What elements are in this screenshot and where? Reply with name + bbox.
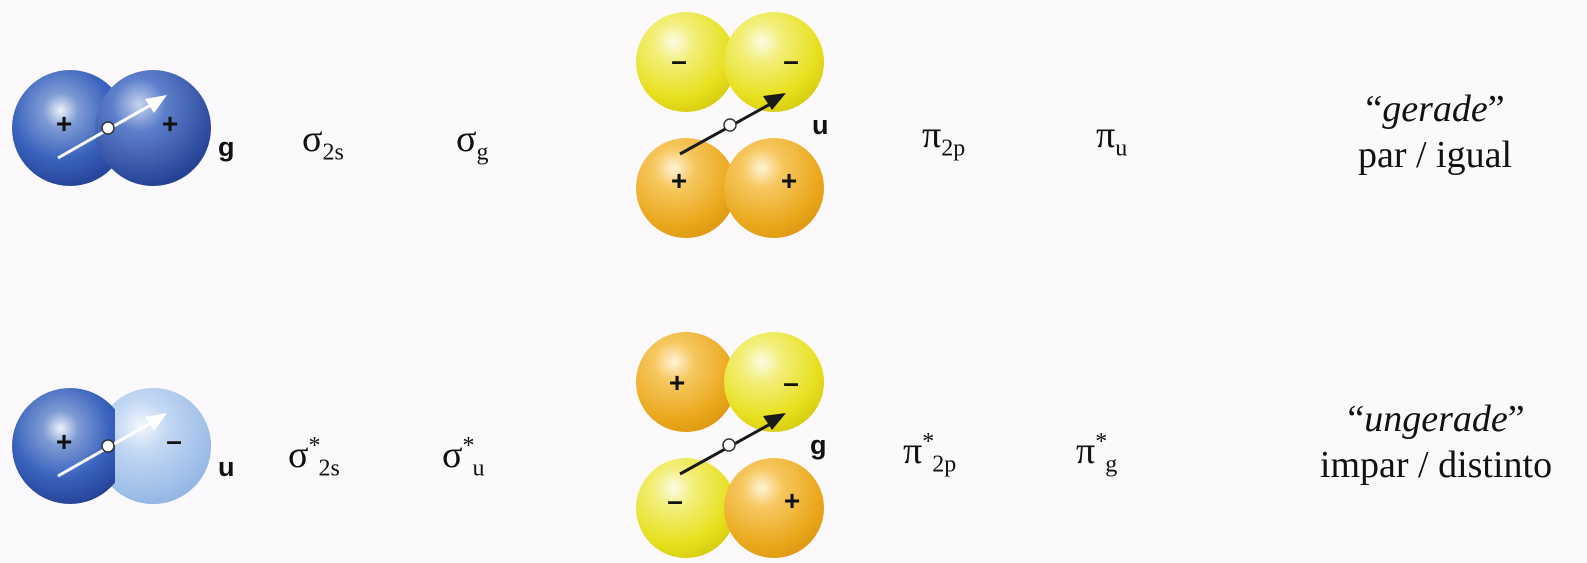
symbol-subscript: 2p — [932, 451, 957, 478]
ungerade-term: “ungerade” — [1298, 396, 1574, 442]
symbol-base: π — [1076, 430, 1096, 472]
symbol-subscript: 2p — [941, 135, 966, 162]
top-left-sign: + — [669, 367, 685, 398]
top-left-sign: – — [671, 45, 687, 76]
bottom-right-lobe — [724, 138, 824, 238]
top-right-sign: – — [783, 367, 799, 398]
symbol-base: π — [903, 430, 923, 472]
right-lobe — [95, 70, 211, 186]
symmetry-label: πu — [1096, 114, 1127, 160]
sigma-g-orbital-figure: + + — [10, 66, 225, 194]
symbol-superscript: * — [1095, 428, 1108, 455]
symbol-subscript: 2s — [318, 455, 340, 482]
gerade-meaning: par / igual — [1357, 134, 1513, 176]
ungerade-note: “ungerade” impar / distinto — [1298, 396, 1574, 488]
inversion-center — [722, 438, 736, 452]
orbital-name: σ*2s — [288, 432, 340, 481]
symbol-subscript: 2s — [322, 139, 344, 166]
top-right-sign: – — [783, 45, 799, 76]
symbol-base: σ — [302, 118, 323, 160]
inversion-center — [101, 121, 115, 135]
term: gerade — [1382, 88, 1488, 130]
top-right-lobe — [724, 332, 824, 432]
symbol-base: σ — [288, 434, 309, 476]
symbol-superscript: * — [308, 432, 321, 459]
bottom-right-sign: + — [781, 165, 797, 196]
orbital-name: π*2p — [903, 428, 956, 477]
symbol-subscript: g — [476, 139, 489, 166]
symbol-subscript: u — [1115, 135, 1128, 162]
ungerade-meaning: impar / distinto — [1319, 444, 1553, 486]
top-left-lobe — [636, 332, 736, 432]
parity-label: g — [218, 132, 235, 162]
top-left-lobe — [636, 12, 736, 112]
quote-close: ” — [1507, 398, 1525, 440]
orbital-name: σ2s — [302, 118, 344, 164]
left-lobe-sign: + — [56, 426, 72, 457]
quote-open: “ — [1347, 398, 1365, 440]
term: ungerade — [1364, 398, 1508, 440]
bottom-left-lobe — [636, 458, 736, 558]
pi-u-orbital-figure: – – + + — [634, 10, 834, 242]
symbol-superscript: * — [922, 428, 935, 455]
inversion-center — [101, 439, 115, 453]
symbol-subscript: g — [1105, 451, 1118, 478]
left-lobe — [12, 388, 128, 504]
symbol-subscript: u — [472, 455, 485, 482]
symmetry-label: σ*u — [442, 432, 484, 481]
symbol-base: σ — [442, 434, 463, 476]
top-right-lobe — [724, 12, 824, 112]
bottom-right-sign: + — [784, 485, 800, 516]
parity-label: g — [810, 430, 827, 460]
sigma-star-u-orbital-figure: + – — [10, 384, 225, 512]
symbol-superscript: * — [462, 432, 475, 459]
symmetry-label: σg — [456, 118, 488, 164]
gerade-note: “gerade” par / igual — [1320, 86, 1550, 178]
symmetry-label: π*g — [1076, 428, 1117, 477]
symbol-base: σ — [456, 118, 477, 160]
parity-label: u — [812, 110, 829, 140]
bottom-right-lobe — [724, 458, 824, 558]
symbol-base: π — [922, 114, 942, 156]
orbital-name: π2p — [922, 114, 965, 160]
right-lobe-sign: + — [162, 108, 178, 139]
left-lobe — [12, 70, 128, 186]
gerade-term: “gerade” — [1320, 86, 1550, 132]
inversion-center — [723, 118, 737, 132]
bottom-left-lobe — [636, 138, 736, 238]
right-lobe-sign: – — [166, 425, 182, 456]
pi-star-g-orbital-figure: + – – + — [634, 330, 834, 562]
bottom-left-sign: – — [667, 485, 683, 516]
quote-open: “ — [1365, 88, 1383, 130]
left-lobe-sign: + — [56, 108, 72, 139]
symbol-base: π — [1096, 114, 1116, 156]
quote-close: ” — [1487, 88, 1505, 130]
bottom-left-sign: + — [671, 165, 687, 196]
parity-label: u — [218, 452, 235, 482]
